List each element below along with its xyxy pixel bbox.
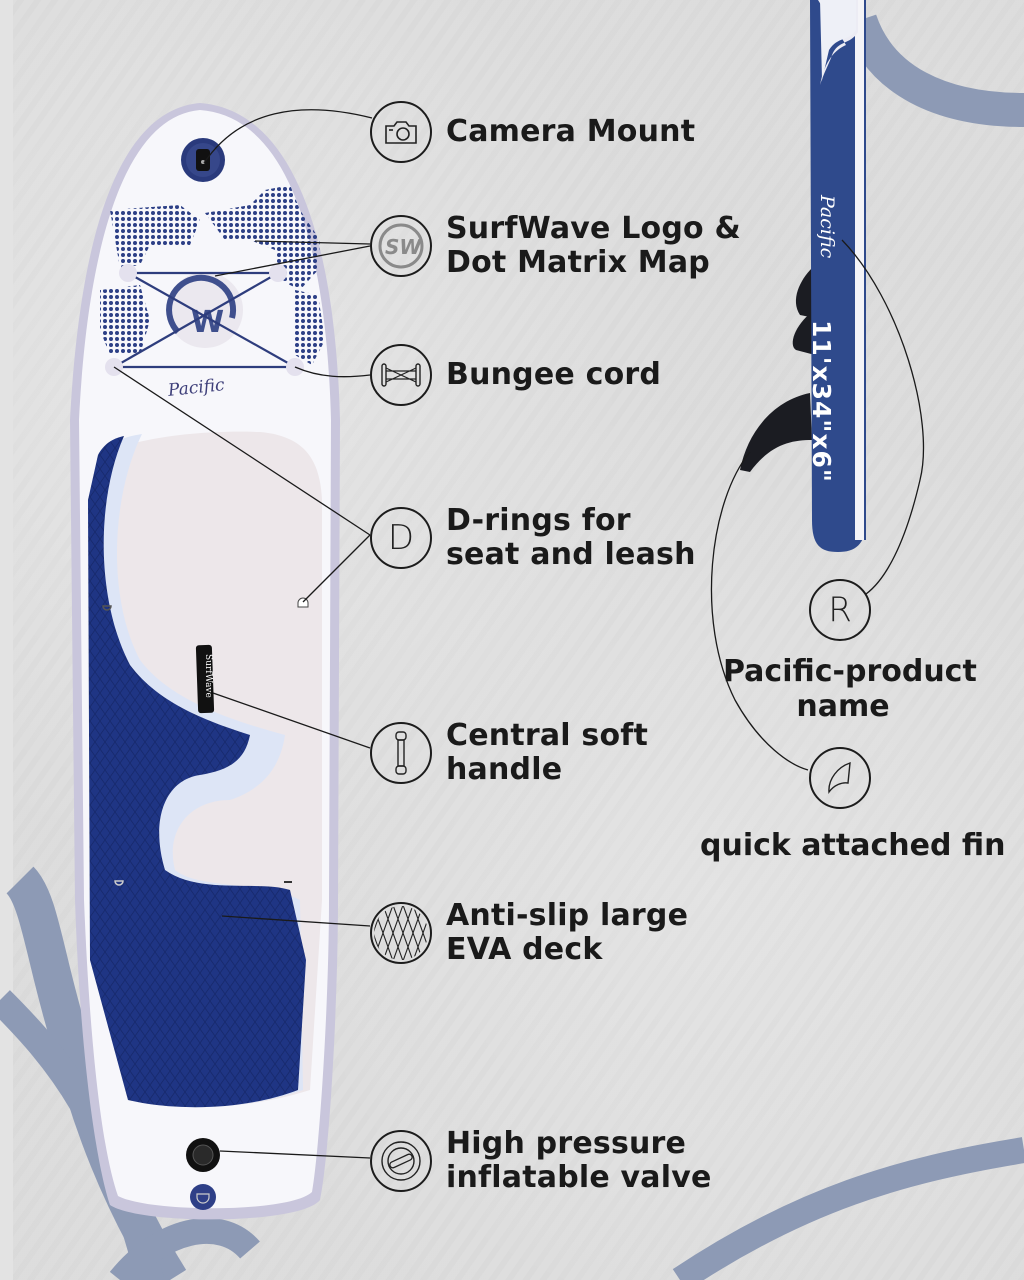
feature-label: EVA deck — [446, 932, 603, 967]
feature-label: Bungee cord — [446, 357, 662, 392]
side-feature-fin: quick attached fin — [700, 828, 1006, 863]
feature-eva-deck: Anti-slip large EVA deck — [370, 899, 688, 967]
side-feature-product-name: Pacific-product name — [723, 654, 977, 724]
bungee-icon — [370, 344, 432, 406]
left-edge-strip — [0, 0, 13, 1280]
feature-label: Central soft — [446, 718, 649, 753]
handle-icon — [370, 722, 432, 784]
feature-label: seat and leash — [446, 537, 696, 572]
feature-label: High pressure — [446, 1126, 687, 1161]
feature-label: Anti-slip large — [446, 898, 689, 933]
feature-label: D-rings for — [446, 503, 631, 538]
feature-logo-map: SW SurfWave Logo & Dot Matrix Map — [370, 212, 741, 280]
feature-central-handle: Central soft handle — [370, 719, 648, 787]
feature-valve: High pressure inflatable valve — [370, 1127, 712, 1195]
fin-icon — [809, 747, 871, 809]
svg-text:SW: SW — [385, 235, 422, 259]
bungee-cord — [113, 271, 296, 369]
feature-label: Camera Mount — [446, 114, 696, 149]
feature-label: handle — [446, 752, 563, 787]
sw-logo-icon: SW — [370, 215, 432, 277]
r-letter-icon: R — [809, 579, 871, 641]
feature-bungee-cord: Bungee cord — [370, 344, 661, 406]
feature-label: Dot Matrix Map — [446, 245, 710, 280]
d-letter-icon: D — [370, 507, 432, 569]
valve-icon — [370, 1130, 432, 1192]
camera-icon — [370, 101, 432, 163]
diamond-grid-icon — [370, 902, 432, 964]
feature-camera-mount: Camera Mount — [370, 101, 695, 163]
dot-matrix-map — [100, 185, 325, 365]
feature-d-rings: D D-rings for seat and leash — [370, 504, 696, 572]
feature-label: inflatable valve — [446, 1160, 712, 1195]
feature-label: SurfWave Logo & — [446, 211, 741, 246]
